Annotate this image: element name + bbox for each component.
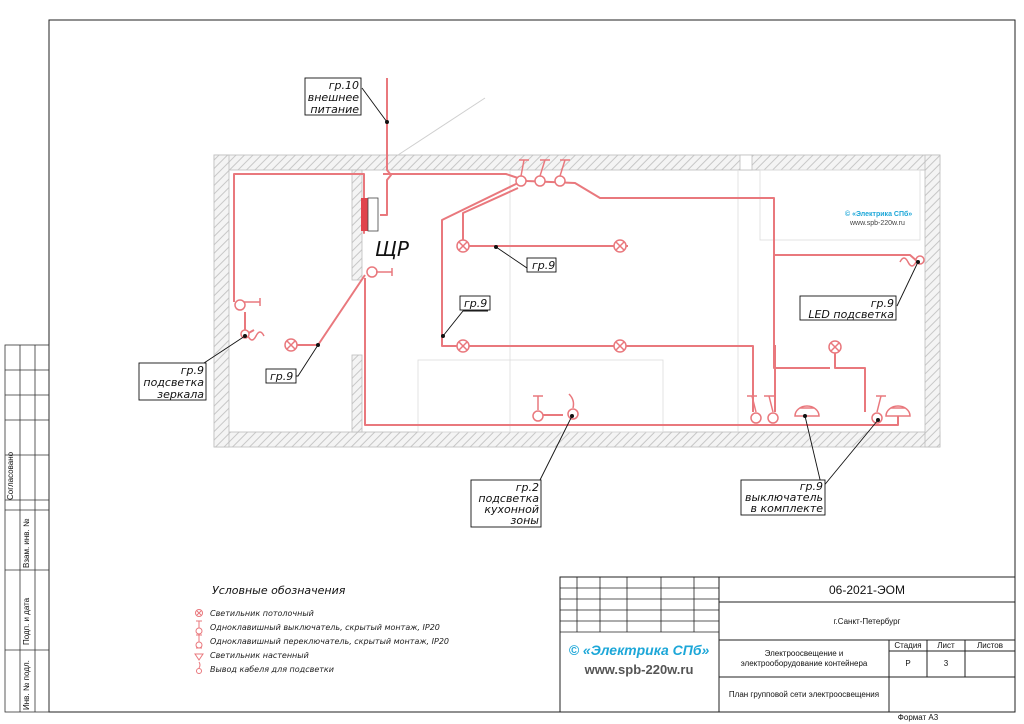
legend-item-ceiling: Светильник потолочный [210, 609, 314, 618]
ceiling-light-icon [195, 609, 203, 617]
watermark-site: www.spb-220w.ru [849, 220, 905, 227]
dist-branch [441, 181, 754, 412]
wall-light-icon [794, 405, 820, 417]
furniture-outline [417, 169, 921, 433]
callout-texts: гр.10 внешнее питание гр.9 гр.9 гр.9 гр.… [143, 79, 894, 527]
callout-kitchen-l1: гр.2 [516, 481, 539, 494]
title-sheet-name: План групповой сети электроосвещения [729, 690, 879, 699]
distribution-panel [361, 198, 368, 231]
stamp-sign-date: Подп. и дата [22, 597, 31, 645]
container-walls [213, 154, 941, 448]
callout-g10-l2: внешнее [308, 91, 359, 104]
left-loop [233, 173, 365, 302]
stamp-swap-inv: Взам. инв. № [22, 518, 31, 568]
switch-icon [195, 620, 203, 635]
title-project-l2: электрооборудование контейнера [741, 659, 868, 668]
callout-mirror-l1: гр.9 [181, 364, 204, 377]
toggle-switch-icon [195, 634, 203, 649]
callout-g10-l3: питание [310, 103, 359, 116]
format-label: Формат А3 [898, 713, 939, 722]
title-block [559, 576, 1016, 713]
callout-mirror-l2: подсветка [143, 376, 204, 389]
callout-boxes [138, 77, 897, 528]
north-arrow-line [397, 97, 486, 156]
title-city: г.Санкт-Петербург [834, 617, 901, 626]
watermark-brand: © «Электрика СПб» [845, 210, 912, 218]
switch-icon [515, 159, 529, 187]
callout-switch-l2: выключатель [745, 491, 823, 504]
wall-light-icon [194, 653, 204, 661]
cable-outlet-icon [196, 661, 202, 674]
callout-switch-l3: в комплекте [751, 502, 824, 515]
callout-mirror-l3: зеркала [157, 388, 204, 401]
top-switch-bus [383, 173, 830, 369]
panel-label: ЩР [375, 237, 410, 261]
switch-icon [234, 298, 261, 311]
ceiling-light-icon [284, 338, 298, 352]
value-stage: Р [905, 659, 910, 668]
legend-texts: Светильник потолочный Одноклавишный выкл… [210, 609, 449, 674]
callout-g9-mid: гр.9 [464, 297, 487, 310]
legend-symbols [194, 609, 204, 674]
switch-icon [747, 395, 762, 424]
switch-icon [567, 393, 579, 420]
ceiling-light-icon [828, 340, 842, 354]
callout-kitchen-l2: подсветка [478, 492, 539, 505]
header-sheets: Листов [977, 641, 1003, 650]
led-return [834, 347, 866, 412]
wall-light-icon [885, 405, 911, 417]
ceiling-light-icon [613, 239, 627, 253]
title-project-l1: Электроосвещение и [765, 649, 844, 658]
legend-title: Условные обозначения [212, 584, 346, 597]
side-stamp [4, 344, 50, 713]
legend-item-outlet: Вывод кабеля для подсветки [210, 665, 334, 674]
header-stage: Стадия [894, 641, 921, 650]
distribution-panel-frame [367, 197, 379, 232]
switch-icon [554, 159, 570, 187]
callout-led-l1: гр.9 [871, 297, 894, 310]
switch-icon [366, 266, 393, 278]
wiring [233, 78, 919, 426]
callout-led-l2: LED подсветка [808, 308, 894, 321]
ceiling-run-1 [462, 187, 628, 247]
callout-leaders [203, 87, 919, 489]
header-sheet: Лист [937, 641, 955, 650]
title-brand: © «Электрика СПб» [569, 642, 710, 658]
callout-g9-top: гр.9 [532, 259, 555, 272]
led-link [774, 254, 919, 263]
callout-switch-l1: гр.9 [800, 480, 823, 493]
callout-g9-left: гр.9 [270, 370, 293, 383]
callout-kitchen-l3: кухонной [484, 503, 539, 516]
feed-line [380, 78, 392, 216]
callout-kitchen-l4: зоны [511, 514, 540, 527]
title-block-grid [560, 577, 719, 633]
fixtures [234, 159, 925, 424]
ceiling-light-icon [456, 239, 470, 253]
switch-icon [764, 395, 779, 424]
stamp-agreed: Согласовано [6, 451, 15, 500]
switch-icon [534, 159, 550, 187]
legend-item-toggle: Одноклавишный переключатель, скрытый мон… [210, 637, 449, 646]
ceiling-light-icon [456, 339, 470, 353]
mirror-switch-link [291, 274, 366, 346]
legend-item-switch: Одноклавишный выключатель, скрытый монта… [210, 623, 440, 632]
callout-dots [243, 120, 920, 422]
perimeter-run [364, 278, 899, 426]
stamp-inv-orig: Инв. № подл. [22, 660, 31, 710]
title-code: 06-2021-ЭОМ [829, 583, 905, 597]
ceiling-light-icon [613, 339, 627, 353]
title-site: www.spb-220w.ru [584, 662, 694, 677]
callout-g10-l1: гр.10 [329, 79, 359, 92]
switch-icon [532, 395, 544, 422]
legend-item-wall: Светильник настенный [210, 651, 309, 660]
value-sheet: 3 [944, 659, 949, 668]
